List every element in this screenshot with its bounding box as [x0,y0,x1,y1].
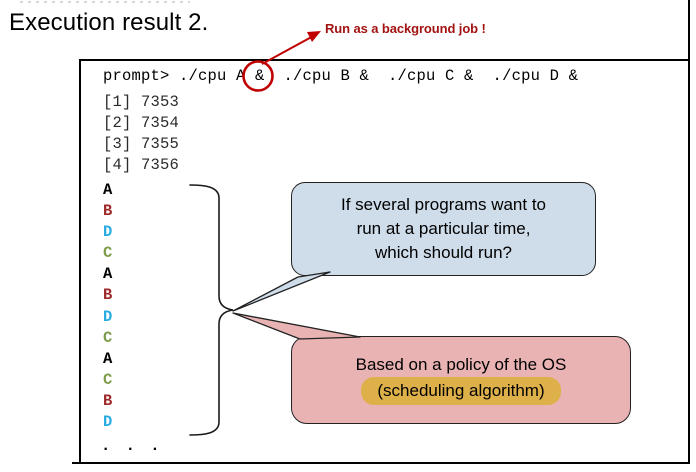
bubble-answer-highlight-row: (scheduling algorithm) [292,377,630,405]
output-letter-row: B [103,202,113,221]
page-title: Execution result 2. [9,9,209,36]
page-border-right [688,0,690,464]
output-letter-row: C [103,370,113,389]
output-letter-row: D [103,307,113,326]
page-border-bottom [72,462,690,464]
output-letter-row: D [103,413,113,432]
bubble-answer-line-1: Based on a policy of the OS [355,355,567,374]
bubble-question-line-3: which should run? [374,243,513,262]
terminal-output-ellipsis: . . . [101,437,163,455]
output-letter-row: A [103,349,113,368]
output-letter-row: D [103,223,113,242]
highlight-scheduling-algorithm: (scheduling algorithm) [361,377,561,405]
terminal-job-list: [1] 7353 [2] 7354 [3] 7355 [4] 7356 [103,93,180,174]
output-letter-row: B [103,391,113,410]
speech-bubble-answer: Based on a policy of the OS (scheduling … [291,336,631,424]
callout-label-background-job: Run as a background job ! [325,21,486,36]
bubble-question-line-1: If several programs want to [340,195,547,214]
terminal-panel [79,59,688,462]
output-letter-row: A [103,181,113,199]
output-letter-row: B [103,286,113,305]
bubble-question-line-2: run at a particular time, [356,219,531,238]
output-letter-row: A [103,265,113,284]
speech-bubble-question: If several programs want to run at a par… [291,182,596,276]
output-letter-row: C [103,328,113,347]
output-letter-row: C [103,244,113,263]
terminal-command-line: prompt> ./cpu A & ./cpu B & ./cpu C & ./… [103,67,579,85]
